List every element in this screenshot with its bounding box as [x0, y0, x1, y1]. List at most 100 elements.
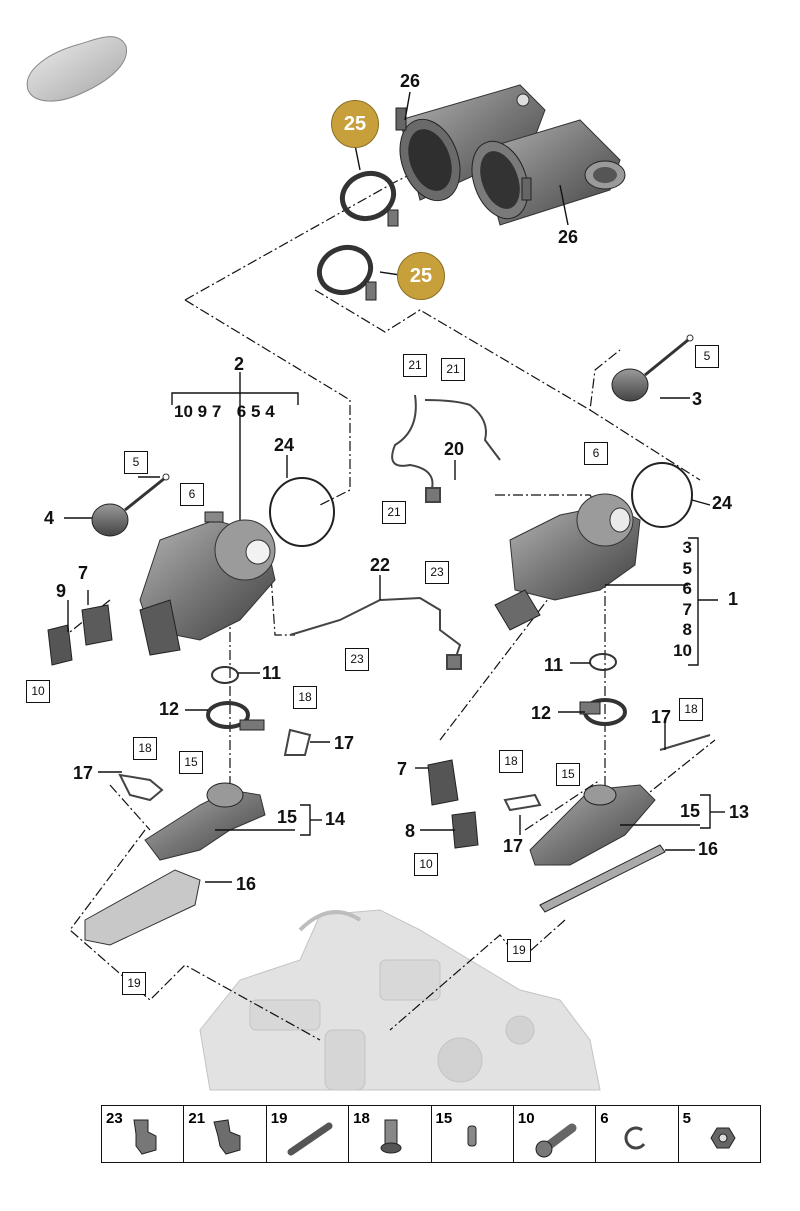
ref-box-21-a: 21: [403, 354, 427, 377]
ref-box-23-upper: 23: [425, 561, 449, 584]
label-26-upper: 26: [400, 71, 421, 91]
clip-23-icon: [133, 1119, 157, 1155]
oxygen-sensor-harness-lower: [289, 596, 462, 670]
label-17-left: 17: [73, 763, 94, 783]
ref-box-10-left: 10: [26, 680, 50, 703]
ref-box-21-c: 21: [382, 501, 406, 524]
legend-number: 10: [517, 1110, 535, 1127]
part-25-badge-lower: 25: [397, 252, 445, 300]
valve-left-7: [81, 604, 113, 646]
ref-box-6-right: 6: [584, 442, 608, 465]
clip-21-icon: [213, 1119, 241, 1155]
label-15-right: 15: [680, 801, 701, 821]
ref-box-18-a: 18: [293, 686, 317, 709]
turbocharger-right: [494, 493, 641, 631]
valve-right-7: [427, 759, 459, 806]
wastegate-actuator-left: [91, 473, 170, 537]
label-12-right: 12: [531, 703, 552, 723]
wastegate-actuator-right: [611, 334, 694, 402]
engine-block-ghost: [199, 909, 601, 1091]
label-20: 20: [444, 439, 465, 459]
part-25-badge-upper: 25: [331, 100, 379, 148]
small-parts-legend: 23 21 19 18 15 10 6: [101, 1105, 761, 1163]
label-17-left-upper: 17: [334, 733, 355, 753]
legend-number: 23: [106, 1110, 123, 1127]
legend-cell-10: 10: [514, 1106, 597, 1162]
clamp-lower: [316, 244, 377, 301]
manifold-gasket-left: [84, 869, 201, 946]
stud-icon: [380, 1119, 402, 1154]
legend-number: 5: [682, 1110, 691, 1127]
exhaust-manifold-right: [529, 784, 656, 866]
circlip-icon: [624, 1126, 646, 1150]
label-4: 4: [44, 508, 55, 528]
sensor-right-8: [451, 811, 479, 849]
label-16-right: 16: [698, 839, 719, 859]
legend-cell-21: 21: [184, 1106, 267, 1162]
ref-box-6-left: 6: [180, 483, 204, 506]
label-11-right: 11: [544, 655, 564, 675]
legend-number: 18: [353, 1110, 370, 1127]
ref-box-19-right: 19: [507, 939, 531, 962]
legend-number: 6: [600, 1110, 609, 1127]
label-2-subparts: 10 9 7 6 5 4: [174, 402, 275, 421]
legend-cell-6: 6: [596, 1106, 679, 1162]
rod-icon: [287, 1122, 333, 1156]
label-8: 8: [405, 821, 416, 841]
manifold-gasket-right: [539, 844, 666, 913]
gasket-ring-left: [269, 477, 335, 547]
label-15-left: 15: [277, 807, 298, 827]
label-13: 13: [729, 802, 750, 822]
bracket-right-b: [659, 734, 711, 751]
callout-lines: [64, 91, 725, 883]
bolt-icon: [535, 1123, 577, 1158]
ref-box-10-right: 10: [414, 853, 438, 876]
label-24-right: 24: [712, 493, 733, 513]
clamp-upper: [339, 170, 399, 227]
sensor-left-9: [47, 624, 73, 666]
turbocharger-left: [139, 511, 276, 656]
label-2: 2: [234, 354, 245, 374]
ref-box-18-c: 18: [679, 698, 703, 721]
legend-cell-19: 19: [267, 1106, 350, 1162]
legend-cell-18: 18: [349, 1106, 432, 1162]
nut-icon: [710, 1127, 736, 1149]
label-17-right-upper: 17: [651, 707, 672, 727]
legend-number: 19: [270, 1110, 288, 1127]
car-thumbnail-icon: [26, 36, 128, 102]
label-9: 9: [56, 581, 67, 601]
label-1: 1: [728, 589, 739, 609]
label-22: 22: [370, 555, 391, 575]
label-7-left: 7: [78, 563, 89, 583]
bracket-left-b: [283, 728, 312, 756]
ref-box-21-b: 21: [441, 358, 465, 381]
label-16-left: 16: [236, 874, 257, 894]
legend-number: 15: [435, 1110, 453, 1127]
catalytic-converter-lower: [471, 119, 626, 226]
v-clamp-left: [206, 701, 265, 731]
label-1-subparts: 3 5 6 7 8 10: [673, 538, 692, 660]
legend-cell-15: 15: [432, 1106, 514, 1162]
pin-icon: [467, 1125, 476, 1147]
legend-number: 21: [188, 1110, 206, 1127]
legend-cell-23: 23: [102, 1106, 185, 1162]
seal-ring-left: [211, 666, 239, 684]
label-24-left: 24: [274, 435, 295, 455]
oxygen-sensor-harness-upper: [391, 394, 501, 503]
exhaust-manifold-left: [144, 782, 266, 861]
bracket-left-a: [118, 773, 164, 802]
ref-box-5-left: 5: [124, 451, 148, 474]
ref-box-18-d: 18: [499, 750, 523, 773]
label-12-left: 12: [159, 699, 180, 719]
ref-box-5-right: 5: [695, 345, 719, 368]
label-26-lower: 26: [558, 227, 579, 247]
ref-box-18-b: 18: [133, 737, 157, 760]
label-3: 3: [692, 389, 703, 409]
ref-box-19-left: 19: [122, 972, 146, 995]
ref-box-15-left: 15: [179, 751, 203, 774]
legend-cell-5: 5: [679, 1106, 760, 1162]
label-14: 14: [325, 809, 346, 829]
catalytic-converter-upper: [395, 84, 546, 202]
v-clamp-right: [579, 698, 627, 726]
